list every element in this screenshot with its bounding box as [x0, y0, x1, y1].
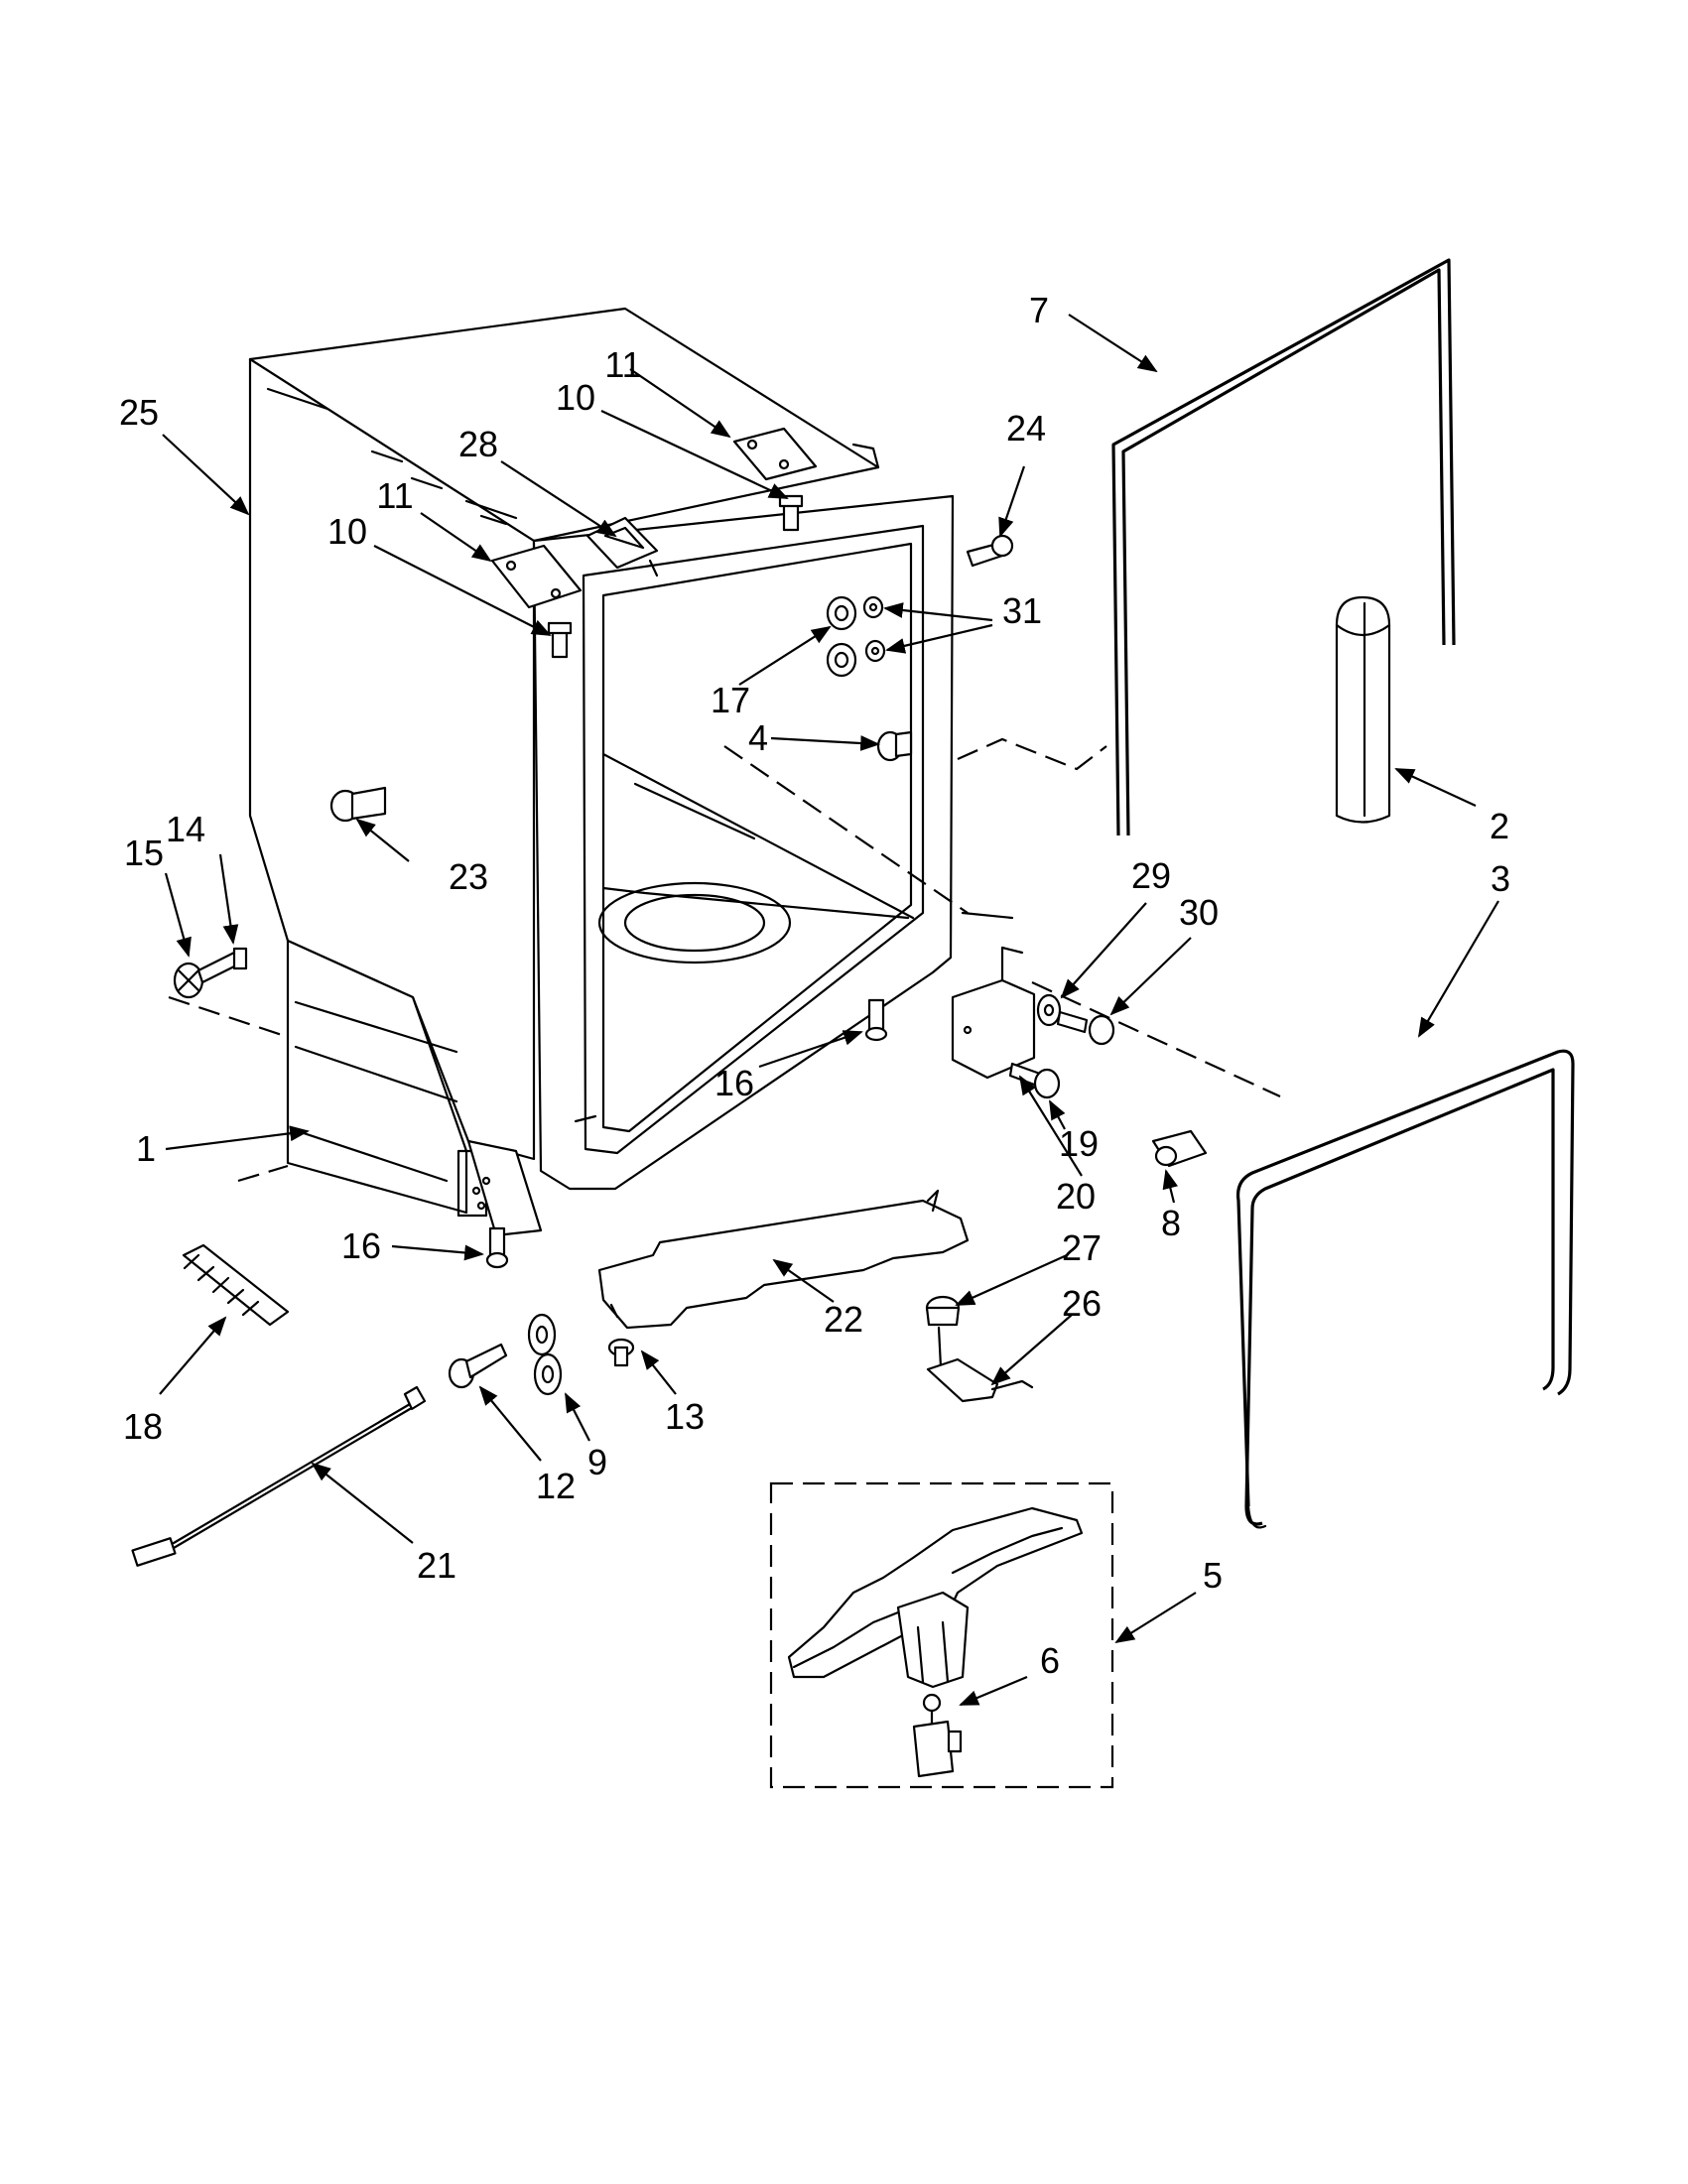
part-13-foot [607, 1338, 635, 1367]
part-16-lower-foot [485, 1226, 509, 1269]
part-16-upper-foot [864, 998, 888, 1042]
part-29-washer [1036, 993, 1062, 1027]
label-31: 31 [1002, 590, 1042, 631]
part-9-rollers [527, 1313, 563, 1396]
label-11-upper: 11 [604, 344, 641, 385]
label-17: 17 [711, 680, 750, 720]
label-12: 12 [536, 1466, 576, 1506]
label-3: 3 [1491, 858, 1510, 899]
label-8: 8 [1161, 1203, 1181, 1243]
label-10-upper: 10 [556, 377, 595, 418]
label-2: 2 [1490, 806, 1509, 846]
label-26: 26 [1062, 1283, 1102, 1324]
label-7: 7 [1029, 290, 1049, 330]
part-4-plug [876, 730, 913, 762]
label-19: 19 [1059, 1123, 1099, 1164]
label-5: 5 [1203, 1555, 1223, 1596]
part-14-screw [196, 947, 248, 984]
part-23-plug [329, 786, 387, 823]
part-11-upper-bracket [732, 427, 818, 481]
label-28: 28 [458, 424, 498, 464]
part-18-spring [182, 1243, 290, 1327]
part-20-bracket [951, 946, 1036, 1080]
label-29: 29 [1131, 855, 1171, 896]
tub-assembly [248, 307, 955, 1237]
part-30-screw [1056, 1010, 1115, 1046]
label-24: 24 [1006, 408, 1046, 449]
part-19-screw [1008, 1062, 1061, 1099]
part-3-seal [1235, 1049, 1575, 1529]
part-31-washers [862, 595, 886, 663]
label-22: 22 [824, 1299, 863, 1340]
leader-lines [159, 314, 1499, 1707]
reference-lines [168, 737, 1281, 1183]
label-6: 6 [1040, 1640, 1060, 1681]
callout-labels: 25 11 10 28 11 10 7 24 31 17 4 2 3 23 15… [119, 290, 1510, 1681]
label-13: 13 [665, 1396, 705, 1437]
label-1: 1 [136, 1128, 156, 1169]
label-25: 25 [119, 392, 159, 433]
part-10-lower-screw [547, 621, 573, 659]
part-11-lower-bracket [490, 544, 583, 609]
part-15-nut [173, 962, 204, 999]
label-9: 9 [587, 1442, 607, 1482]
part-26-bracket [926, 1326, 1034, 1403]
label-18: 18 [123, 1406, 163, 1447]
label-16-upper: 16 [714, 1063, 754, 1103]
label-14: 14 [166, 809, 205, 849]
label-21: 21 [417, 1545, 456, 1586]
part-8-clip [1151, 1129, 1208, 1168]
label-16-lower: 16 [341, 1225, 381, 1266]
label-10-lower: 10 [327, 511, 367, 552]
part-5-assembly-box [769, 1481, 1114, 1789]
part-22-shield [597, 1189, 970, 1330]
part-21-wire-harness [131, 1385, 427, 1567]
label-30: 30 [1179, 892, 1219, 933]
label-23: 23 [449, 856, 488, 897]
part-12-screw [448, 1343, 508, 1389]
part-17-rollers [826, 595, 857, 678]
label-15: 15 [124, 833, 164, 873]
part-2-tube [1335, 595, 1391, 824]
label-11-lower: 11 [376, 475, 413, 516]
part-27-latch [925, 1295, 961, 1327]
part-24-screw [966, 534, 1014, 568]
label-27: 27 [1062, 1227, 1102, 1268]
part-7-gasket-frame [1111, 258, 1456, 836]
label-4: 4 [748, 717, 768, 758]
part-10-upper-screw [778, 494, 804, 532]
label-20: 20 [1056, 1176, 1096, 1217]
